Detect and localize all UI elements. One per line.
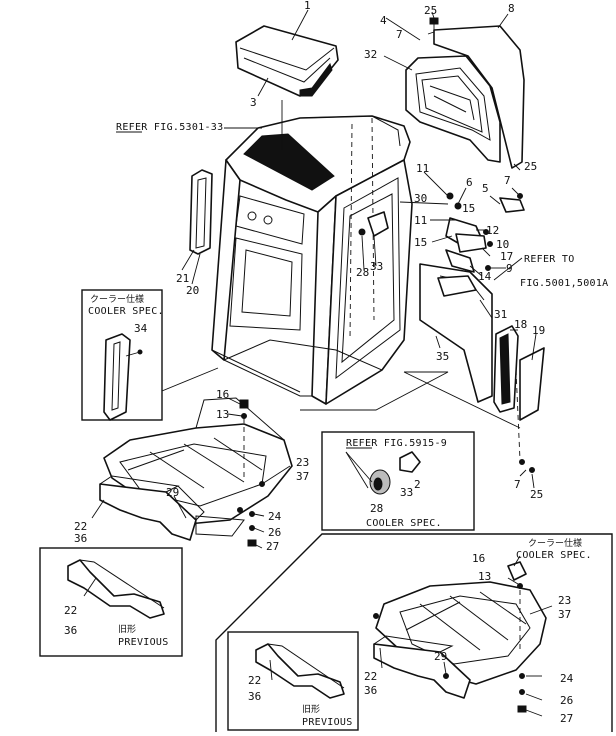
part-number-26: 26: [268, 526, 281, 539]
part-number-32: 32: [364, 48, 377, 61]
leader-lines: [83, 9, 553, 717]
part-number-13: 13: [478, 570, 491, 583]
part-number-28: 28: [356, 266, 369, 279]
part-number-19: 19: [532, 324, 545, 337]
part-number-22: 22: [248, 674, 261, 687]
part-number-25: 25: [524, 160, 537, 173]
part-number-25: 25: [424, 4, 437, 17]
part-number-8: 8: [508, 2, 515, 15]
part-number-13: 13: [216, 408, 229, 421]
spec-callout-labels: クーラー仕様 COOLER SPEC. COOLER SPEC. クーラー仕様 …: [88, 293, 592, 728]
reference-labels: REFER FIG.5301-33 REFER TO FIG.5001,5001…: [116, 122, 609, 449]
part-number-36: 36: [248, 690, 261, 703]
part-number-29: 29: [166, 486, 179, 499]
refer-to-label: REFER TO: [524, 254, 575, 265]
foot-rest-block: [99, 475, 205, 541]
refer-fig-5915-9-label: REFER FIG.5915-9: [346, 438, 447, 449]
part-number-15: 15: [462, 202, 475, 215]
part-number-22: 22: [64, 604, 77, 617]
part-number-4: 4: [380, 14, 387, 27]
part-number-7: 7: [514, 478, 521, 491]
cooler-spec-right-en: COOLER SPEC.: [516, 550, 592, 561]
part-number-33: 33: [370, 260, 383, 273]
part-number-23: 23: [296, 456, 309, 469]
part-number-27: 27: [560, 712, 573, 725]
cooler-spec-mid-en: COOLER SPEC.: [366, 518, 442, 529]
part-number-24: 24: [268, 510, 282, 523]
part-number-16: 16: [216, 388, 229, 401]
part-number-labels: 1 3 4 25 8 7 32 11 6 30 15 5 7 25 11 15 …: [64, 0, 574, 725]
part-number-27: 27: [266, 540, 279, 553]
part-number-28: 28: [370, 502, 383, 515]
part-number-18: 18: [514, 318, 527, 331]
part-number-36: 36: [64, 624, 77, 637]
part-number-33: 33: [400, 486, 413, 499]
part-number-11: 11: [416, 162, 429, 175]
part-number-9: 9: [506, 262, 513, 275]
part-number-37: 37: [558, 608, 571, 621]
part-number-22: 22: [364, 670, 377, 683]
part-number-12: 12: [486, 224, 499, 237]
part-number-25: 25: [530, 488, 543, 501]
previous-left-en: PREVIOUS: [118, 637, 169, 648]
refer-fig-5301-33-label: REFER FIG.5301-33: [116, 122, 223, 133]
part-number-36: 36: [364, 684, 377, 697]
cooler-spec-right-jp: クーラー仕様: [528, 537, 582, 549]
part-number-37: 37: [296, 470, 309, 483]
part-number-11: 11: [414, 214, 427, 227]
previous-right-en: PREVIOUS: [302, 717, 353, 728]
side-trim-parts: [189, 169, 213, 255]
part-number-23: 23: [558, 594, 571, 607]
rear-window-assembly: [405, 17, 525, 169]
part-number-14: 14: [478, 270, 492, 283]
side-cover-parts: [419, 263, 545, 473]
part-number-30: 30: [414, 192, 427, 205]
part-number-21: 21: [176, 272, 189, 285]
part-number-31: 31: [494, 308, 507, 321]
cab-body: [211, 115, 413, 405]
part-number-16: 16: [472, 552, 485, 565]
part-number-2: 2: [414, 478, 421, 491]
part-number-6: 6: [466, 176, 473, 189]
previous-right-jp: 旧形: [302, 703, 320, 715]
part-number-22: 22: [74, 520, 87, 533]
part-number-24: 24: [560, 672, 574, 685]
part-number-7: 7: [504, 174, 511, 187]
part-number-1: 1: [304, 0, 311, 12]
part-number-5: 5: [482, 182, 489, 195]
cooler-spec-box-left: [81, 289, 163, 421]
part-number-3: 3: [250, 96, 257, 109]
part-number-10: 10: [496, 238, 509, 251]
part-number-26: 26: [560, 694, 573, 707]
refer-fig-5001-label: FIG.5001,5001A: [520, 278, 609, 289]
fastener-parts: [195, 399, 257, 547]
part-number-35: 35: [436, 350, 449, 363]
previous-left-jp: 旧形: [118, 623, 136, 635]
part-number-36: 36: [74, 532, 87, 545]
part-number-7: 7: [396, 28, 403, 41]
cooler-spec-left-en: COOLER SPEC.: [88, 306, 164, 317]
part-number-29: 29: [434, 650, 447, 663]
part-number-17: 17: [500, 250, 513, 263]
previous-box-right: [227, 631, 359, 731]
part-number-34: 34: [134, 322, 148, 335]
cooler-spec-left-jp: クーラー仕様: [90, 293, 144, 305]
previous-box-left: [39, 547, 183, 657]
roof-cover-part: [235, 25, 339, 97]
part-number-15: 15: [414, 236, 427, 249]
bracket-parts: [358, 192, 525, 273]
part-number-20: 20: [186, 284, 199, 297]
